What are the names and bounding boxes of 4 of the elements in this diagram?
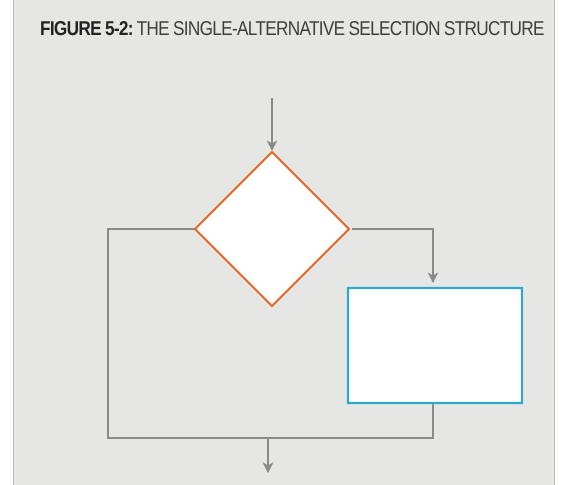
arrow [262,403,434,474]
arrow [266,98,278,152]
arrow [352,228,438,284]
figure-title: FIGURE 5-2: THE SINGLE-ALTERNATIVE SELECTION STRUCTURE [40,17,545,42]
